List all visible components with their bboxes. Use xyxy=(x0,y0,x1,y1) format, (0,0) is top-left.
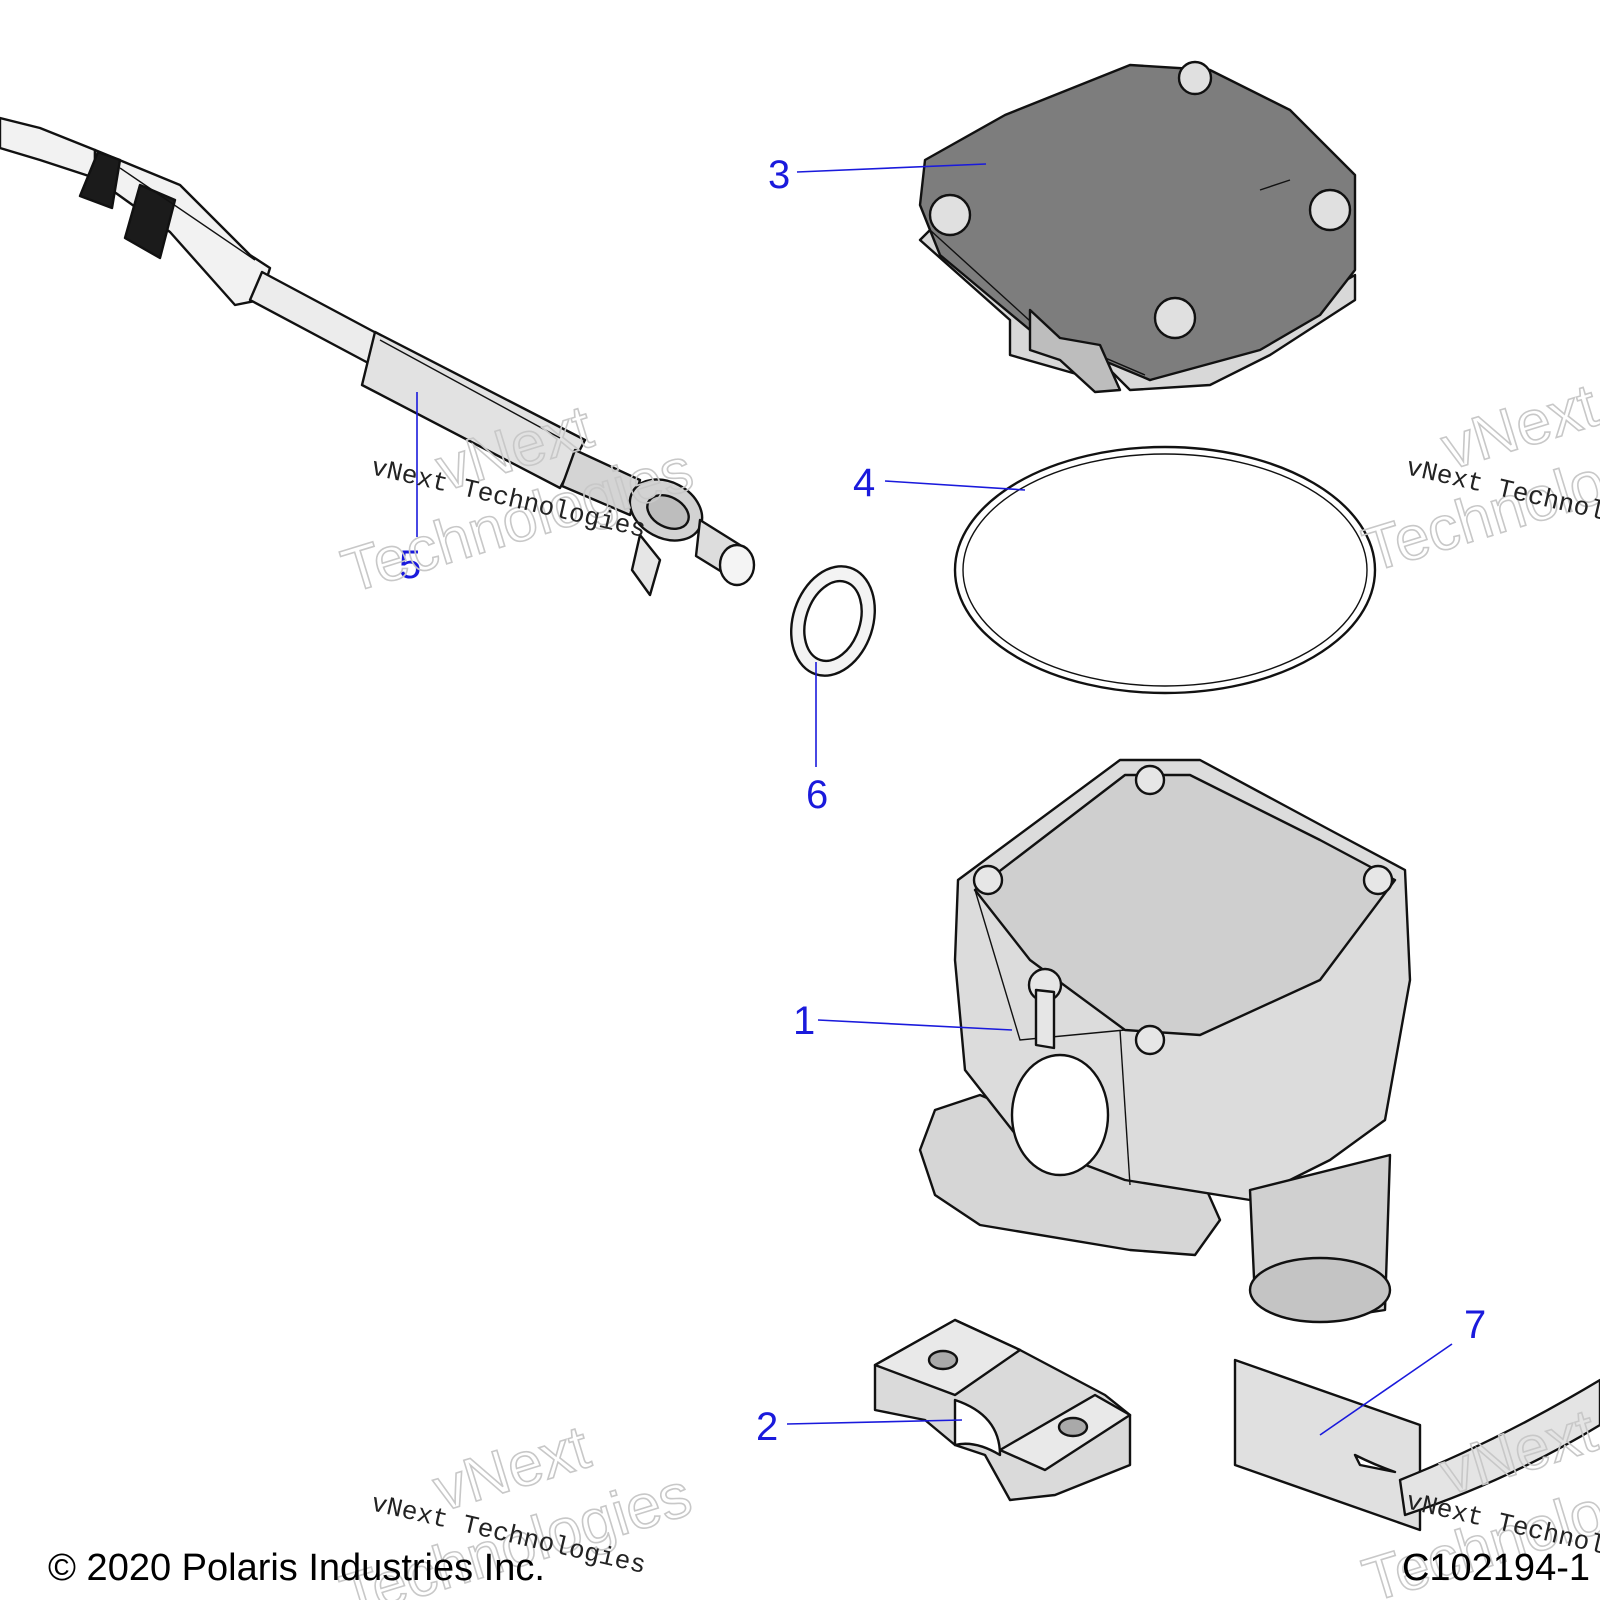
leader-1 xyxy=(817,1019,1013,1031)
callout-5: 5 xyxy=(399,543,421,587)
callout-2: 2 xyxy=(756,1405,778,1449)
part-4-large-o-ring xyxy=(953,445,1377,695)
watermark-top-right: vNext Technologies xyxy=(1355,370,1600,586)
leader-lines xyxy=(416,163,1453,1436)
leader-7 xyxy=(1319,1343,1453,1436)
leader-3 xyxy=(796,163,987,173)
copyright-text: © 2020 Polaris Industries Inc. xyxy=(48,1547,545,1589)
part-3-housing-cover xyxy=(918,60,1357,394)
callout-3: 3 xyxy=(768,153,790,197)
figure-id: C102194-1 xyxy=(1402,1547,1590,1589)
callout-7: 7 xyxy=(1464,1303,1486,1347)
part-5-throttle-cable xyxy=(0,116,756,597)
callout-1: 1 xyxy=(793,999,815,1043)
part-1-throttle-housing xyxy=(918,758,1412,1324)
callout-4: 4 xyxy=(853,461,875,505)
part-7-label xyxy=(1233,1358,1600,1532)
leader-4 xyxy=(884,480,1026,491)
leader-2 xyxy=(786,1419,963,1425)
callout-labels: 1 2 3 4 5 6 7 xyxy=(399,153,1486,1449)
callout-6: 6 xyxy=(806,773,828,817)
part-6-small-o-ring xyxy=(790,565,876,677)
part-2-handlebar-clamp xyxy=(873,1318,1132,1502)
